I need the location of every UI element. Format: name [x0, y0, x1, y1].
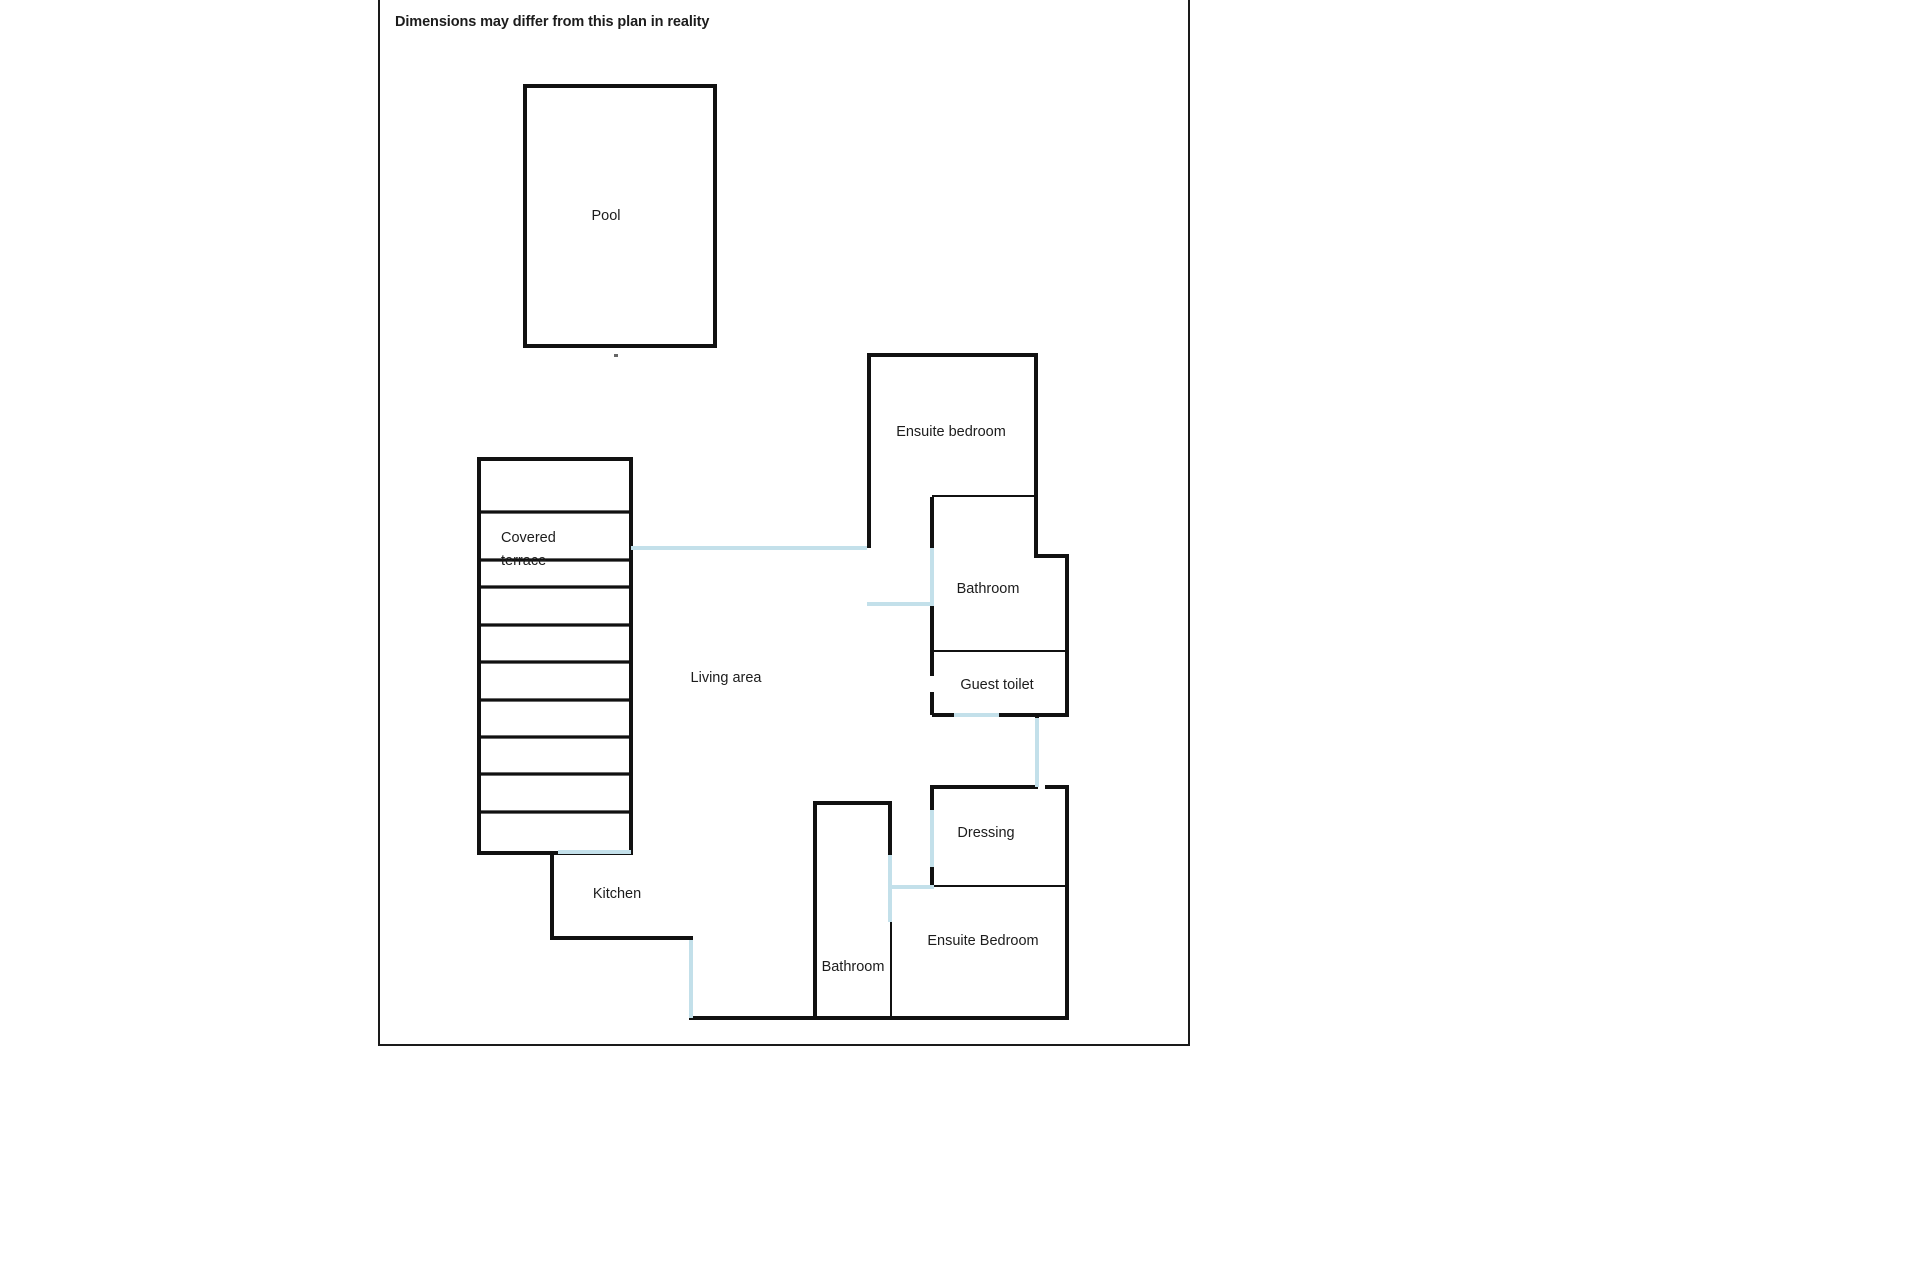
dressing-room: Dressing [930, 785, 1069, 889]
ensuite-bedroom-lower-label: Ensuite Bedroom [927, 933, 1038, 949]
bathroom-lower-fill [815, 803, 890, 1018]
ensuite-bedroom-lower-room: Ensuite Bedroom [888, 887, 1069, 1020]
pool-walls [523, 84, 717, 348]
pool-fill [525, 86, 715, 346]
covered-terrace-room: Covered terrace [477, 457, 633, 855]
pool-label: Pool [591, 208, 620, 224]
floor-plan-drawing: Pool Covered terrace Living area [477, 84, 1069, 1020]
door-openings [558, 546, 1039, 1018]
guest-toilet-label: Guest toilet [960, 677, 1033, 693]
dressing-fill [932, 787, 1067, 887]
guest-toilet-room: Guest toilet [930, 652, 1069, 717]
bathroom-lower-label: Bathroom [822, 959, 885, 975]
pool-drain-mark [614, 354, 618, 357]
bathroom-upper-room: Bathroom [930, 497, 1069, 654]
guest-toilet-fill [932, 652, 1067, 715]
bathroom-lower-room: Bathroom [813, 801, 892, 1020]
ensuite-bedroom-upper-label: Ensuite bedroom [896, 424, 1006, 440]
pool-room: Pool [523, 84, 717, 357]
living-area-label: Living area [691, 670, 763, 686]
plan-disclaimer-text: Dimensions may differ from this plan in … [395, 14, 710, 30]
kitchen-outer-wall [550, 853, 1069, 1020]
covered-terrace-fill [479, 459, 631, 853]
covered-terrace-label-line1: Covered [501, 530, 556, 546]
dressing-label: Dressing [957, 825, 1014, 841]
ensuite-bedroom-lower-fill [890, 887, 1067, 1018]
kitchen-label: Kitchen [593, 886, 641, 902]
covered-terrace-label-line2: terrace [501, 553, 546, 569]
bathroom-upper-fill [932, 497, 1067, 652]
bathroom-upper-label: Bathroom [957, 581, 1020, 597]
